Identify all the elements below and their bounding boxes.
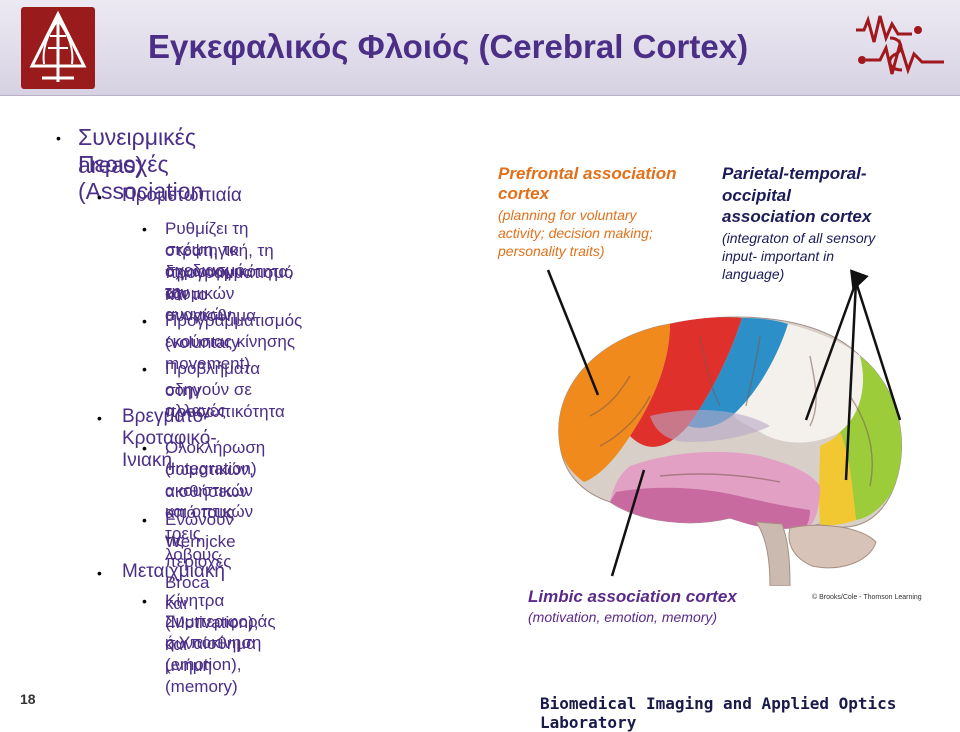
prefrontal-label-title-1: Prefrontal association xyxy=(498,164,677,183)
parietal-item-2-line-1: Ενώνουν τις περιοχές Broca και xyxy=(165,510,234,613)
limbic-item-1-line-3: και μνήμη (memory) xyxy=(165,635,238,696)
main-bullet-text-cont: areas) xyxy=(78,152,144,178)
parietal-pointer-line-1 xyxy=(804,269,869,421)
bullet-icon: • xyxy=(142,313,147,329)
prefrontal-label-desc-2: activity; decision making; xyxy=(498,225,653,241)
parietal-label-desc-3: language) xyxy=(722,266,785,282)
parietal-heading: Βρεγματο-Κροταφικό-Ινιακή xyxy=(122,406,217,471)
prefrontal-item-1-line-3: προγραμματισμό ατομικών αναγκών xyxy=(165,263,294,324)
prefrontal-item-3-line-2: στην προσωπικότητα xyxy=(165,381,285,421)
university-logo-icon xyxy=(21,7,95,89)
parietal-item-1-line-2: σωματικών, ακουστικών και οπτικών xyxy=(165,460,254,521)
parietal-pointer-line-2 xyxy=(844,281,858,481)
main-bullet-text: Συνειρμικές Περιοχές (Association xyxy=(78,124,204,204)
parietal-label-desc-2: input- important in xyxy=(722,248,835,264)
parietal-label-title-1: Parietal-temporal- xyxy=(722,164,867,183)
bullet-icon: • xyxy=(142,361,147,377)
parietal-label-desc-1: (integraton of all sensory xyxy=(722,230,876,246)
figure-copyright: © Brooks/Cole - Thomson Learning xyxy=(812,594,922,601)
page-title: Εγκεφαλικός Φλοιός (Cerebral Cortex) xyxy=(148,28,749,65)
prefrontal-label-desc-3: personality traits) xyxy=(498,243,605,259)
prefrontal-item-2-line-2: (voluntary movement) xyxy=(165,333,251,373)
bullet-icon: • xyxy=(142,593,147,609)
prefrontal-item-3-line-1: Προβλήματα οδηγούν σε αλλαγές xyxy=(165,359,261,420)
prefrontal-label-title-2: cortex xyxy=(498,184,550,203)
prefrontal-item-2-line-1: Προγραμματισμός εκούσιας κίνησης xyxy=(165,311,303,351)
bullet-icon: • xyxy=(97,189,102,205)
limbic-label-desc: (motivation, emotion, memory) xyxy=(528,609,718,625)
parietal-pointer-line-3 xyxy=(854,281,902,421)
prefrontal-pointer-line xyxy=(546,269,600,396)
limbic-heading: Μεταιχμιακή xyxy=(122,561,225,582)
limbic-item-1-line-1: Κίνητρα Συμπεριφοράς ή Υποκίνηση xyxy=(165,591,276,652)
lab-logo-icon xyxy=(856,15,944,75)
bullet-icon: • xyxy=(56,130,61,146)
prefrontal-label-desc-1: (planning for voluntary xyxy=(498,207,637,223)
parietal-label-title-2: occipital xyxy=(722,186,791,205)
bullet-icon: • xyxy=(142,512,147,528)
bullet-icon: • xyxy=(97,565,102,581)
prefrontal-item-1-line-4: και το συναίσθημα xyxy=(165,285,256,325)
limbic-item-1-line-2: (Motivation), συναίσθημα (emotion), xyxy=(165,613,259,674)
parietal-item-2-line-2: Wernicke xyxy=(165,532,236,551)
bullet-icon: • xyxy=(142,221,147,237)
slide-header: Εγκεφαλικός Φλοιός (Cerebral Cortex) xyxy=(0,0,960,96)
pointer-lines xyxy=(546,269,902,577)
parietal-item-1-line-3: αισθήσεων από τους τρεις λοβούς xyxy=(165,482,248,564)
prefrontal-item-1-line-2: στρατηγική, τη δημιουργικότητα, τον xyxy=(165,241,293,302)
bullet-icon: • xyxy=(97,410,102,426)
parietal-label-title-3: association cortex xyxy=(722,207,872,226)
lab-name: Biomedical Imaging and Applied Optics La… xyxy=(540,694,897,732)
limbic-label-title: Limbic association cortex xyxy=(528,587,737,606)
page-number: 18 xyxy=(20,691,36,707)
limbic-pointer-line xyxy=(610,469,646,577)
parietal-item-1-line-1: Ολοκλήρωση (Integration) xyxy=(165,438,266,478)
prefrontal-heading: Προμετωπιαία xyxy=(122,185,242,206)
prefrontal-item-1-line-1: Ρυθμίζει τη σκέψη, το σχεδιασμό, τη xyxy=(165,219,250,301)
bullet-icon: • xyxy=(142,440,147,456)
